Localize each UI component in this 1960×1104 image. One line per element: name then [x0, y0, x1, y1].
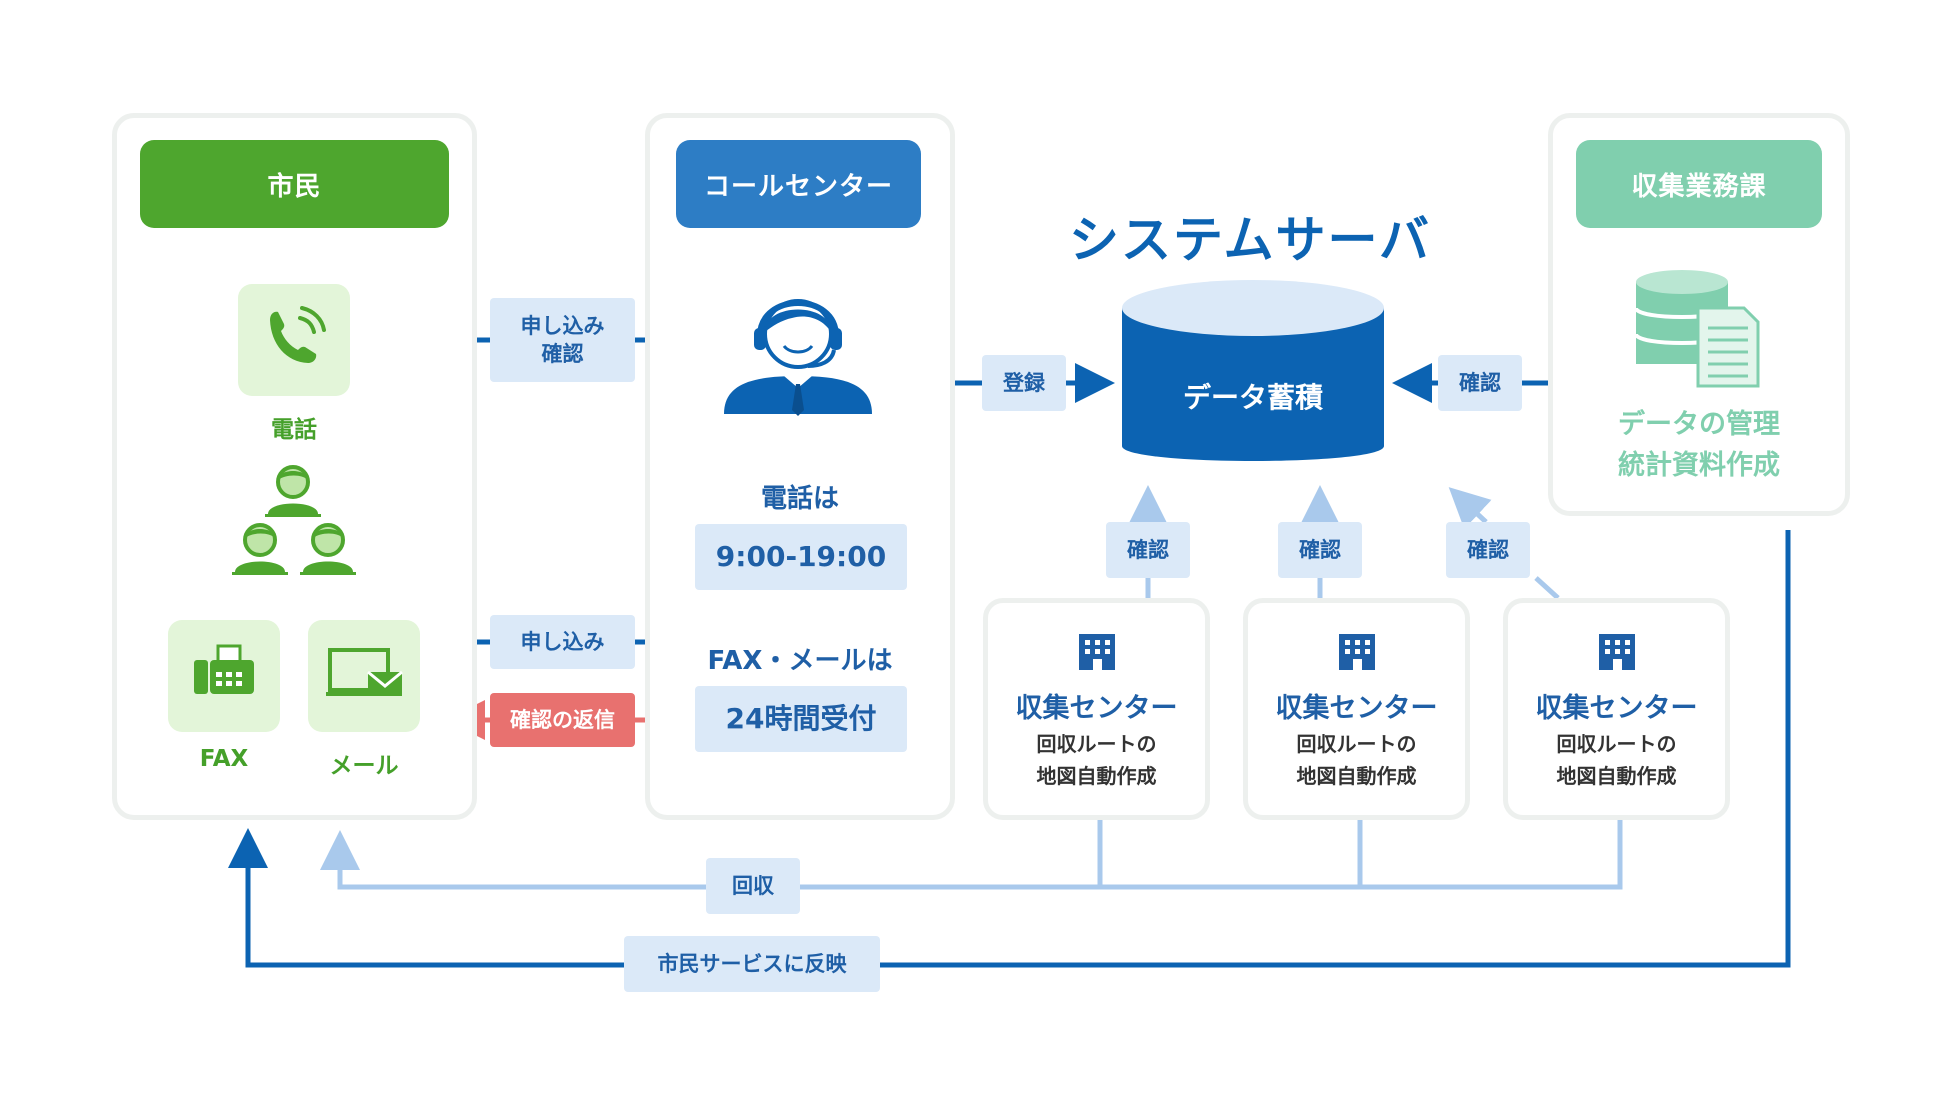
collection-center-desc-line1: 回収ルートの: [1036, 732, 1157, 756]
dept-desc-line2: 統計資料作成: [1618, 449, 1780, 481]
collection-center-title: 収集センター: [1535, 693, 1698, 724]
database-icon: [1122, 280, 1384, 461]
phone-tile: [238, 284, 350, 396]
fax-tile: [168, 620, 280, 732]
apply-confirm-label: 申し込み 確認: [490, 298, 635, 382]
center3-confirm-line: [1534, 576, 1560, 600]
fax-mail-hours-title: FAX・メールは: [707, 646, 893, 676]
collection-center-desc-line1: 回収ルートの: [1296, 732, 1417, 756]
register-label: 登録: [982, 355, 1066, 411]
building-icon: [1599, 634, 1635, 670]
building-icon: [1079, 634, 1115, 670]
citizens-group-icon: [232, 465, 356, 575]
collection-center-desc-line1: 回収ルートの: [1556, 732, 1677, 756]
fax-mail-hours: 24時間受付: [695, 686, 907, 752]
apply-label: 申し込み: [490, 615, 635, 669]
confirm-reply-label: 確認の返信: [490, 693, 635, 747]
apply-confirm-label-line2: 確認: [541, 342, 584, 366]
mail-label: メール: [329, 753, 399, 779]
collection-center-desc: 回収ルートの地図自動作成: [1503, 728, 1730, 792]
collection-dept-header: 収集業務課: [1576, 140, 1822, 228]
collection-center-desc-line2: 地図自動作成: [1296, 764, 1417, 788]
citizen-header: 市民: [140, 140, 449, 228]
center3-confirm-arrow: [1448, 487, 1492, 530]
mail-tile: [308, 620, 420, 732]
phone-hours: 9:00-19:00: [695, 524, 907, 590]
callcenter-header: コールセンター: [676, 140, 921, 228]
collection-center-desc: 回収ルートの地図自動作成: [1243, 728, 1470, 792]
collect-label: 回収: [706, 858, 800, 914]
collection-center-title: 収集センター: [1015, 693, 1178, 724]
fax-label: FAX: [199, 746, 249, 772]
fax-icon: [194, 644, 254, 694]
server-title: システムサーバ: [1069, 211, 1431, 269]
data-documents-icon: [1634, 270, 1760, 388]
phone-icon: [270, 306, 326, 363]
collection-center-desc-line2: 地図自動作成: [1036, 764, 1157, 788]
reflect-label: 市民サービスに反映: [624, 936, 880, 992]
collection-center-title: 収集センター: [1275, 693, 1438, 724]
phone-hours-title: 電話は: [760, 484, 839, 514]
center2-confirm-label: 確認: [1278, 522, 1362, 578]
apply-confirm-label-line1: 申し込み: [520, 313, 605, 338]
dept-desc-line1: データの管理: [1618, 409, 1780, 440]
reflect-path: [228, 530, 1791, 968]
operator-icon: [724, 299, 872, 416]
database-label: データ蓄積: [1182, 381, 1323, 414]
center3-confirm-label: 確認: [1446, 522, 1530, 578]
collection-center-desc: 回収ルートの地図自動作成: [983, 728, 1210, 792]
phone-label: 電話: [271, 417, 317, 443]
center1-confirm-label: 確認: [1106, 522, 1190, 578]
mail-computer-icon: [326, 648, 403, 696]
building-icon: [1339, 634, 1375, 670]
collection-center-desc-line2: 地図自動作成: [1556, 764, 1677, 788]
collect-path: [340, 818, 1623, 890]
dept-description: データの管理 統計資料作成: [1548, 405, 1850, 486]
dept-confirm-label: 確認: [1438, 355, 1522, 411]
